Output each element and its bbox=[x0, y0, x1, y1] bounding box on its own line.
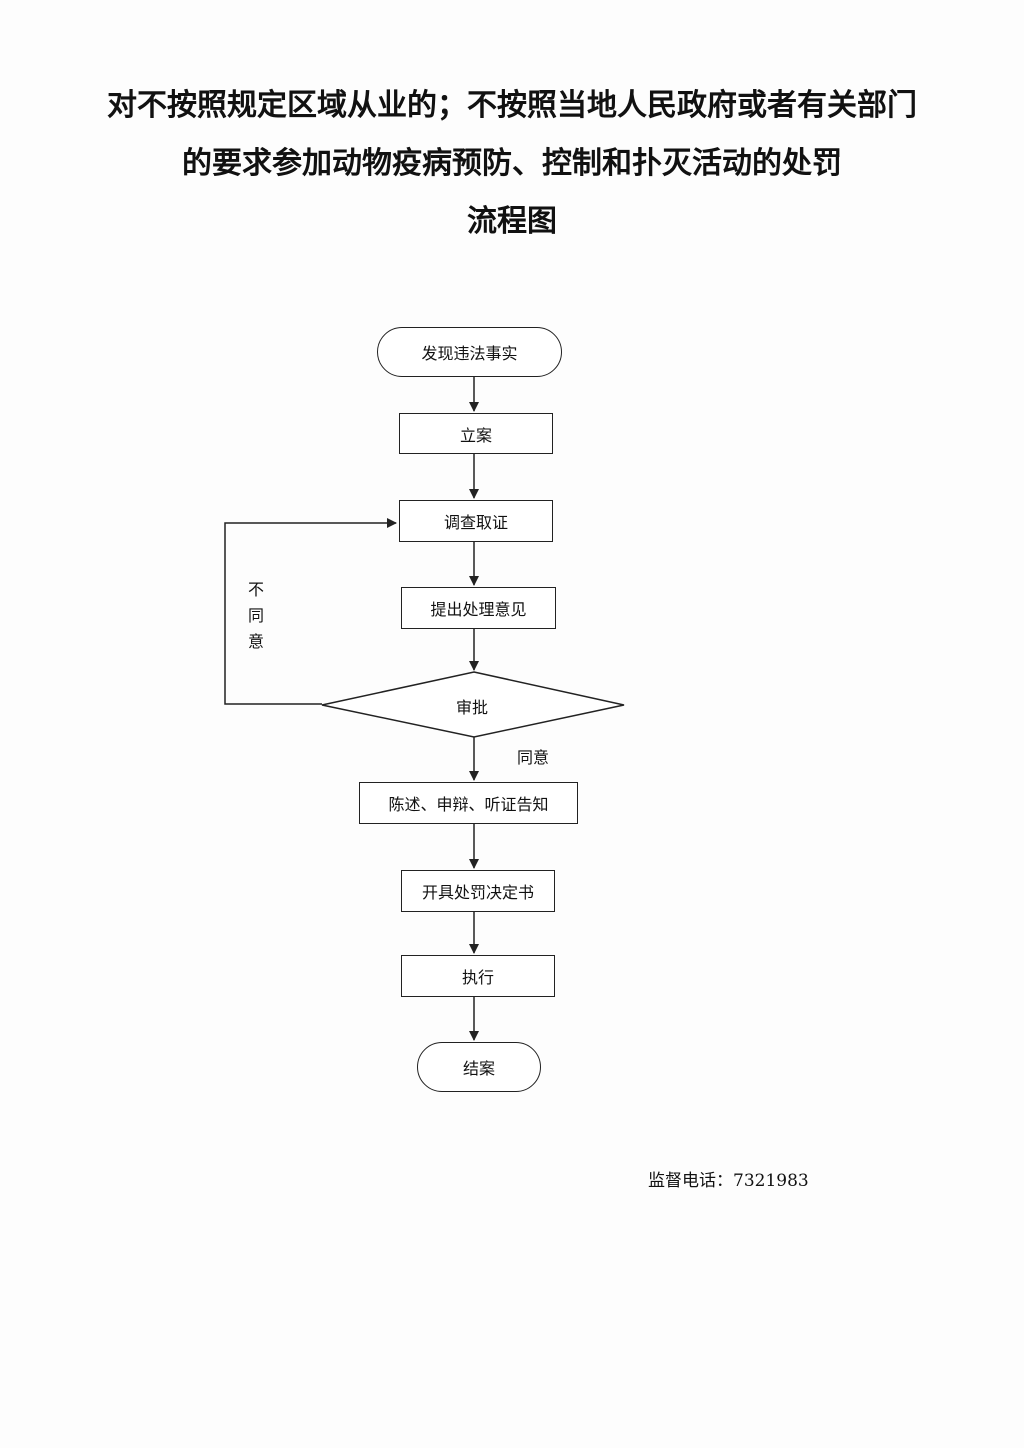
node-start-label: 发现违法事实 bbox=[421, 344, 518, 363]
edge-label-disagree-text: 不同意 bbox=[247, 580, 264, 651]
title-line-3: 流程图 bbox=[467, 204, 557, 239]
node-approve-label: 审批 bbox=[456, 698, 489, 717]
node-execute: 执行 bbox=[401, 955, 555, 997]
node-decision-doc-label: 开具处罚决定书 bbox=[421, 883, 534, 902]
node-investigate-label: 调查取证 bbox=[443, 513, 508, 532]
node-propose-label: 提出处理意见 bbox=[430, 600, 527, 619]
node-register: 立案 bbox=[399, 413, 553, 454]
node-notify-label: 陈述、申辩、听证告知 bbox=[388, 795, 549, 814]
node-propose: 提出处理意见 bbox=[401, 587, 556, 629]
node-start: 发现违法事实 bbox=[377, 327, 562, 377]
edge-approve-to-investigate-loop bbox=[224, 518, 397, 705]
title-line-2: 的要求参加动物疫病预防、控制和扑灭活动的处罚 bbox=[182, 146, 842, 181]
node-end: 结案 bbox=[417, 1042, 541, 1092]
title-line-1: 对不按照规定区域从业的；不按照当地人民政府或者有关部门 bbox=[107, 88, 917, 123]
node-investigate: 调查取证 bbox=[399, 500, 553, 542]
node-notify: 陈述、申辩、听证告知 bbox=[359, 782, 578, 824]
node-end-label: 结案 bbox=[462, 1059, 495, 1078]
edge-label-disagree: 不同意 bbox=[246, 577, 266, 655]
node-execute-label: 执行 bbox=[461, 968, 494, 987]
node-decision-doc: 开具处罚决定书 bbox=[401, 870, 555, 912]
supervision-phone: 监督电话：7321983 bbox=[648, 1171, 809, 1191]
edge-label-agree: 同意 bbox=[517, 748, 550, 767]
node-register-label: 立案 bbox=[459, 425, 492, 445]
